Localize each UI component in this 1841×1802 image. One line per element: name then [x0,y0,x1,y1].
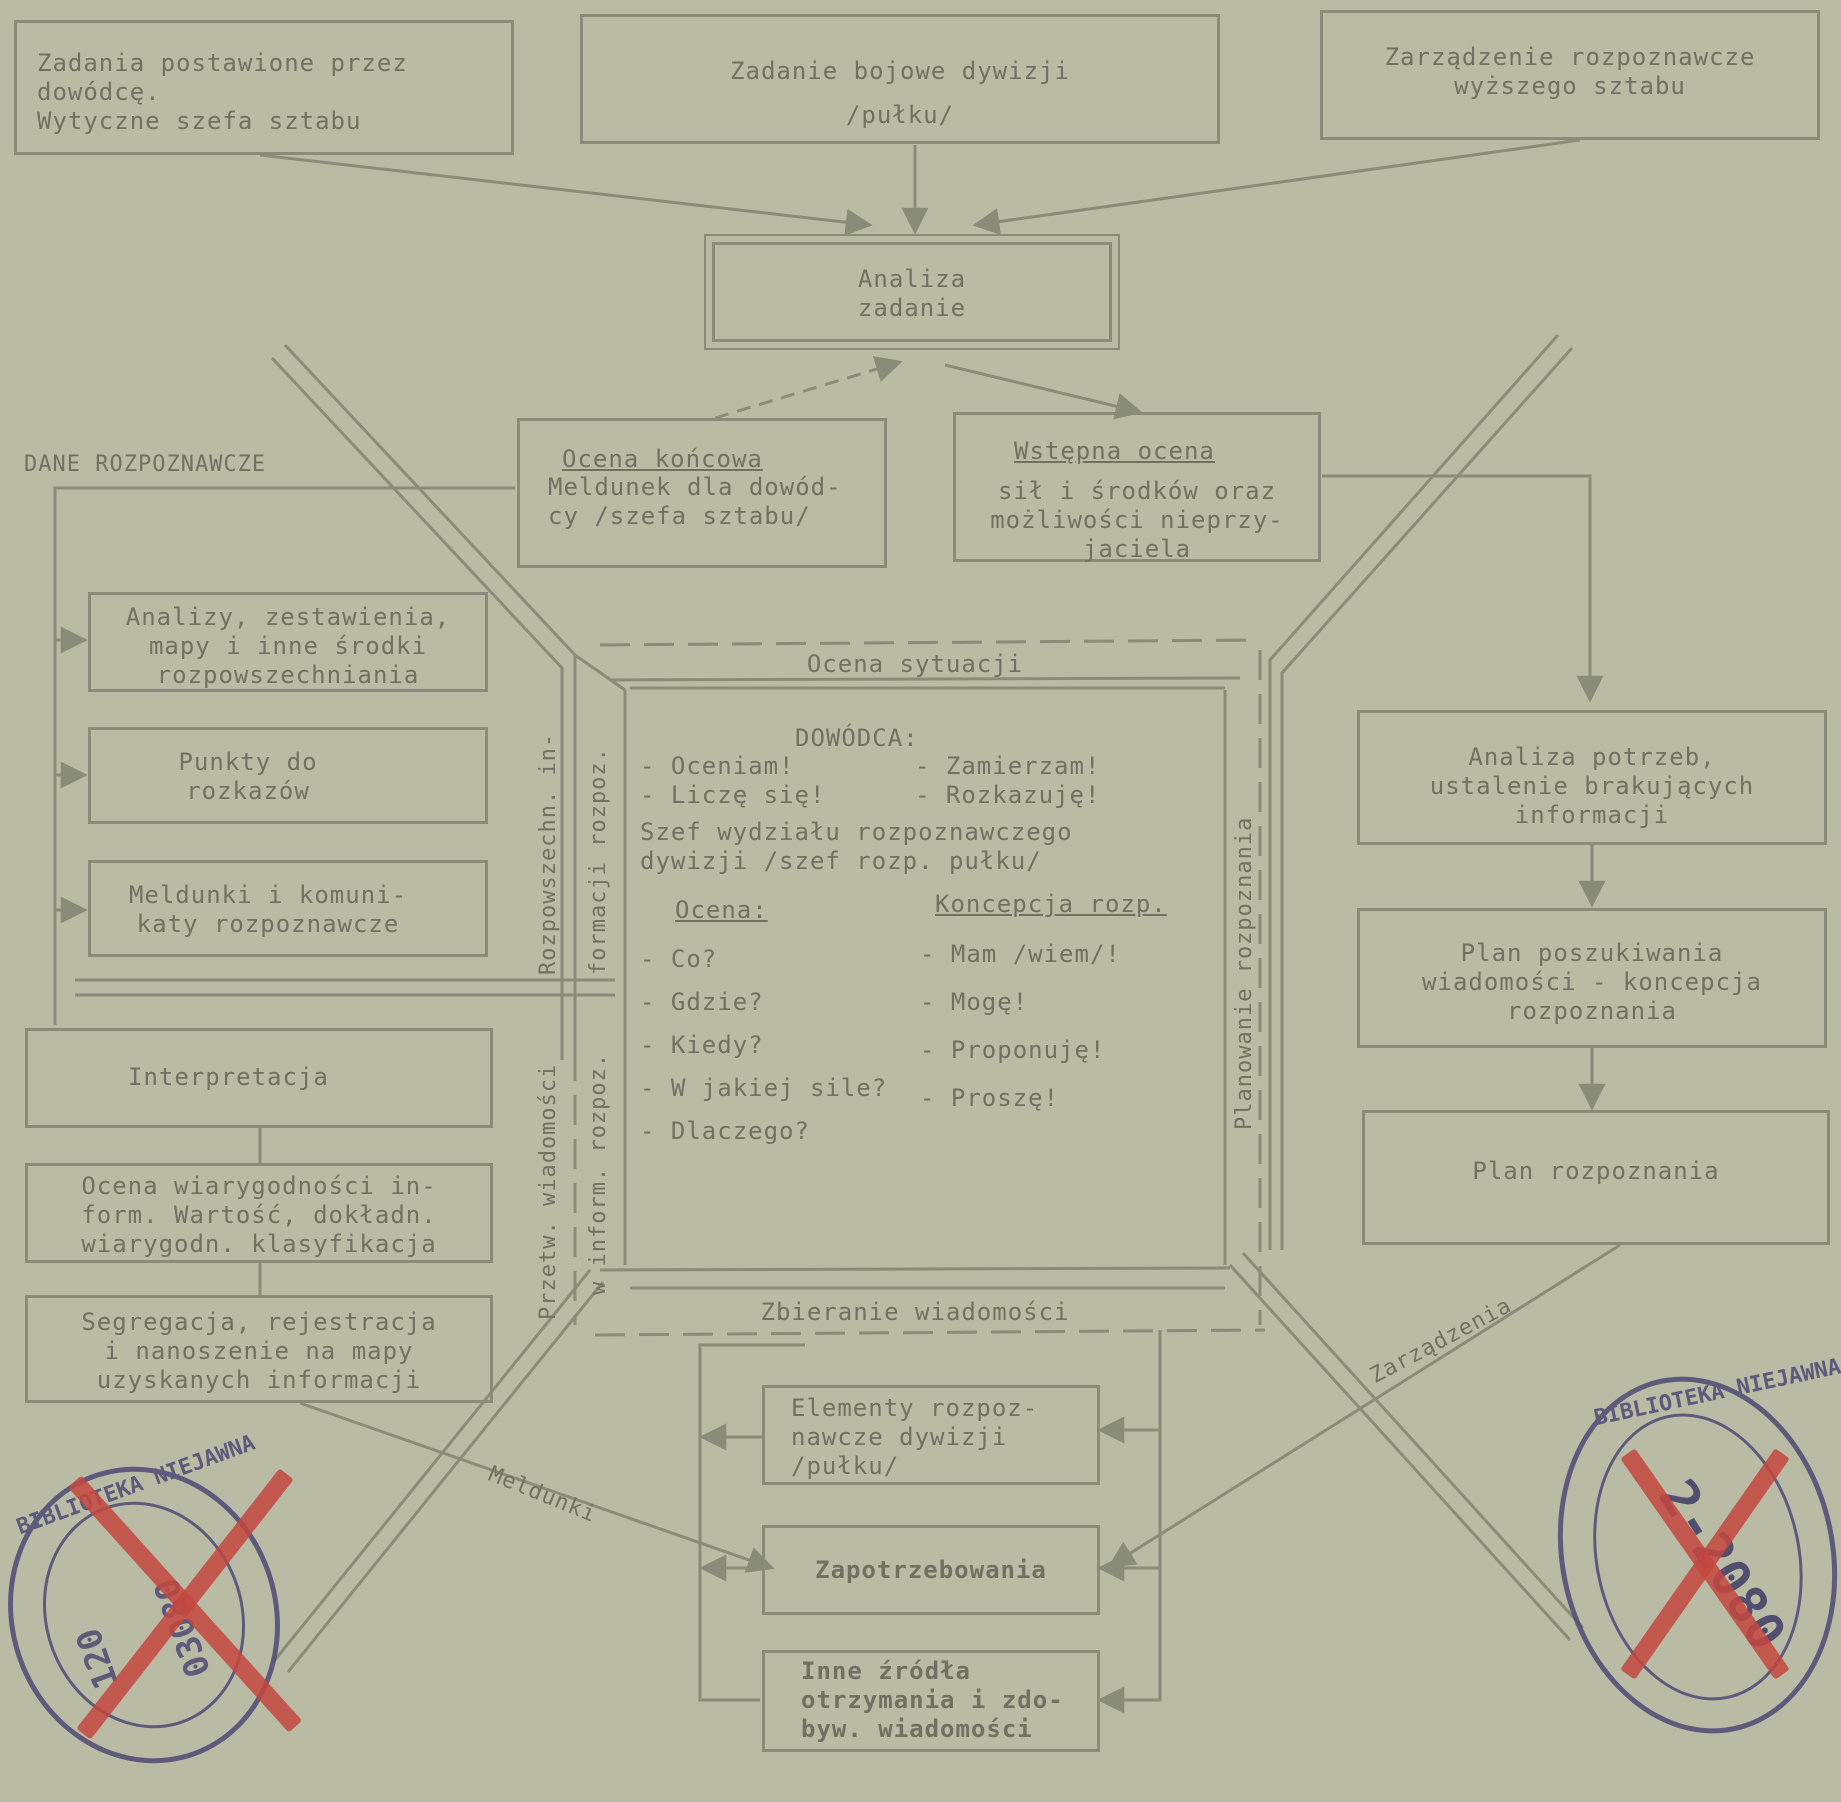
needs-analysis-text: Analiza potrzeb, ustalenie brakujących i… [1429,743,1755,829]
requests-text: Zapotrzebowania [815,1556,1047,1584]
side-label-left-lower-1: Przetw. wiadomości [536,1063,561,1320]
recon-elements-text: Elementy rozpoz- nawcze dywizji /pułku/ [791,1394,1039,1480]
recon-plan-text: Plan rozpoznania [1472,1157,1720,1185]
ocena-title: Ocena: [675,896,768,924]
side-label-left-upper-1: Rozpowszechn. in- [536,732,561,975]
segregation-text: Segregacja, rejestracja i nanoszenie na … [81,1308,437,1394]
combat-task-text: Zadanie bojowe dywizji /pułku/ [730,57,1070,129]
side-label-left-upper-2: formacji rozpoz. [586,747,611,975]
task-analysis-text: Analiza zadanie [857,265,967,322]
recon-reports-box: Meldunki i komuni- katy rozpoznawcze [88,860,488,957]
combat-task-box: Zadanie bojowe dywizji /pułku/ [580,14,1220,144]
segregation-box: Segregacja, rejestracja i nanoszenie na … [25,1295,493,1403]
higher-staff-order-box: Zarządzenie rozpoznawcze wyższego sztabu [1320,10,1820,140]
commander-right-items: - Zamierzam! - Rozkazuję! [915,752,1101,809]
koncepcja-items: - Mam /wiem/! - Mogę! - Proponuję! - Pro… [920,940,1121,1112]
chief-of-recon-text: Szef wydziału rozpoznawczego dywizji /sz… [640,818,1073,875]
side-label-left-lower-2: w inform. rozpoz. [586,1052,611,1295]
other-sources-box: Inne źródła otrzymania i zdo- byw. wiado… [762,1650,1100,1752]
recon-plan-box: Plan rozpoznania [1362,1110,1830,1245]
recon-elements-box: Elementy rozpoz- nawcze dywizji /pułku/ [762,1385,1100,1485]
other-sources-text: Inne źródła otrzymania i zdo- byw. wiado… [801,1657,1064,1743]
dowodca-heading: DOWÓDCA: [795,724,919,752]
ocena-items: - Co? - Gdzie? - Kiedy? - W jakiej sile?… [640,945,888,1145]
commander-tasks-text: Zadania postawione przez dowódcę. Wytycz… [37,49,408,135]
initial-assessment-box: Wstępna ocena sił i środków oraz możliwo… [953,412,1321,563]
search-plan-box: Plan poszukiwania wiadomości - koncepcja… [1357,908,1827,1048]
interpretation-box: Interpretacja [25,1028,493,1128]
dane-rozpoznawcze-label: DANE ROZPOZNAWCZE [24,452,267,477]
analyses-box: Analizy, zestawienia, mapy i inne środki… [88,592,488,692]
connector-lines [53,138,1621,1714]
search-plan-text: Plan poszukiwania wiadomości - koncepcja… [1422,939,1762,1025]
commander-tasks-box: Zadania postawione przez dowódcę. Wytycz… [14,20,514,155]
initial-assessment-title: Wstępna ocena [1014,437,1215,465]
ocena-sytuacji-label: Ocena sytuacji [806,650,1024,678]
commander-left-items: - Oceniam! - Liczę się! [640,752,826,809]
analyses-text: Analizy, zestawienia, mapy i inne środki… [125,603,451,689]
reconnaissance-process-diagram: Zadania postawione przez dowódcę. Wytycz… [0,10,1841,1802]
credibility-box: Ocena wiarygodności in- form. Wartość, d… [25,1163,493,1263]
requests-box: Zapotrzebowania [762,1525,1100,1615]
koncepcja-title: Koncepcja rozp. [935,890,1167,918]
recon-reports-text: Meldunki i komuni- katy rozpoznawcze [128,881,408,938]
final-assessment-box: Ocena końcowa Meldunek dla dowód- cy /sz… [517,418,887,568]
needs-analysis-box: Analiza potrzeb, ustalenie brakujących i… [1357,710,1827,845]
orders-points-box: Punkty do rozkazów [88,727,488,824]
initial-assessment-body: sił i środków oraz możliwości nieprzy- j… [990,477,1284,563]
task-analysis-box: Analiza zadanie [704,234,1120,350]
higher-staff-order-text: Zarządzenie rozpoznawcze wyższego sztabu [1384,43,1756,100]
interpretation-text: Interpretacja [128,1063,329,1091]
credibility-text: Ocena wiarygodności in- form. Wartość, d… [81,1172,437,1258]
zbieranie-label: Zbieranie wiadomości [760,1298,1070,1326]
side-label-right: Planowanie rozpoznania [1232,816,1257,1130]
final-assessment-body: Meldunek dla dowód- cy /szefa sztabu/ [548,473,842,530]
orders-points-text: Punkty do rozkazów [178,748,318,805]
final-assessment-title: Ocena końcowa [562,445,763,473]
